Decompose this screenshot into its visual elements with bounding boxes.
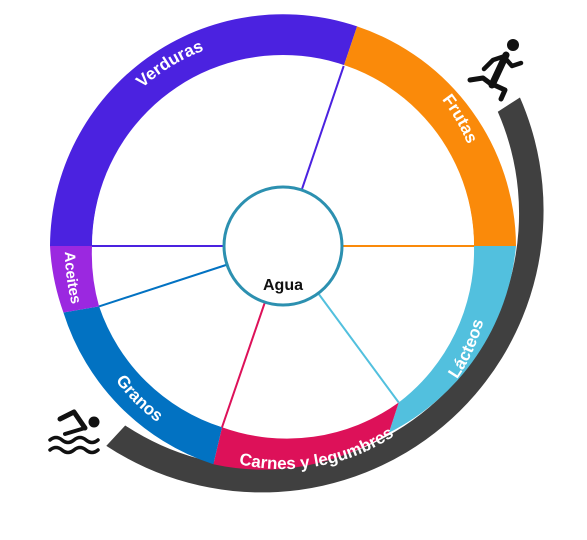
divider-granos-aceites bbox=[98, 264, 227, 308]
segment-lacteos bbox=[388, 246, 516, 433]
segment-carnes bbox=[213, 402, 399, 470]
segment-aceites bbox=[50, 246, 100, 313]
activity-arc bbox=[106, 97, 544, 493]
segment-granos bbox=[63, 306, 223, 465]
divider-verduras-frutas bbox=[300, 65, 345, 191]
running-person-icon bbox=[467, 39, 524, 102]
segment-verduras bbox=[50, 14, 358, 247]
center-label: Agua bbox=[263, 277, 303, 294]
divider-carnes-granos bbox=[221, 301, 266, 428]
divider-lacteos-carnes bbox=[317, 292, 400, 404]
center-circle-agua bbox=[222, 185, 344, 307]
swimming-person-icon bbox=[48, 409, 100, 455]
segment-frutas bbox=[343, 26, 516, 247]
